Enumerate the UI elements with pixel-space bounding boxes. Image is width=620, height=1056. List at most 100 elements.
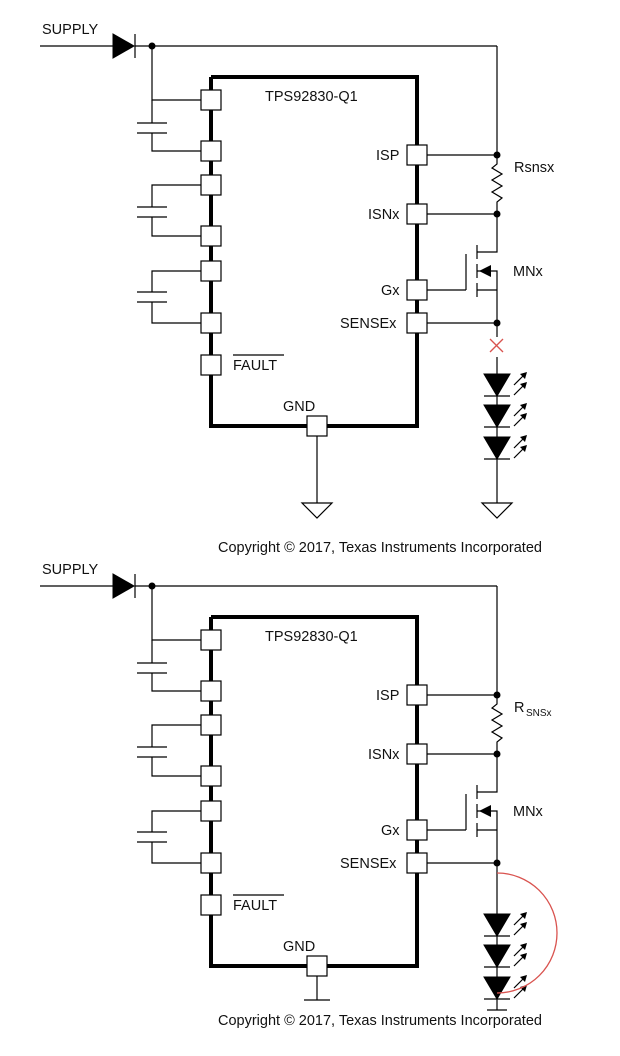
- led-triangle: [483, 436, 511, 460]
- supply-label: SUPPLY: [42, 562, 98, 578]
- left-pin-5: [200, 800, 222, 822]
- led-2: [483, 943, 527, 968]
- mosfet-arrow: [479, 265, 491, 277]
- led-3: [483, 435, 527, 460]
- pin-label-sense: SENSEx: [340, 316, 397, 332]
- sense-resistor-icon: [490, 155, 504, 214]
- cap2-top-wire: [151, 724, 201, 747]
- light-emission-arrows-icon: [513, 403, 527, 427]
- cap3-top-wire: [151, 270, 201, 292]
- pin-label-gnd: GND: [283, 399, 315, 415]
- mosfet-source-wire: [477, 810, 498, 863]
- supply-diode-icon: [112, 573, 136, 599]
- ic-part-number: TPS92830-Q1: [265, 89, 358, 105]
- emission-arrow-head: [520, 943, 527, 950]
- led-1: [483, 372, 527, 397]
- emission-arrow-head: [520, 372, 527, 379]
- left-pin-2: [200, 680, 222, 702]
- left-pin-5: [200, 260, 222, 282]
- light-emission-arrows-icon: [513, 435, 527, 459]
- mosfet-label: MNx: [513, 264, 544, 280]
- mosfet-arrow: [479, 805, 491, 817]
- resistor-label: R: [514, 700, 524, 716]
- resistor-label-subscript: SNSx: [526, 708, 552, 719]
- pin-label-gate: Gx: [381, 823, 400, 839]
- capacitor-3: [137, 291, 167, 303]
- cap3-top-wire: [151, 810, 201, 832]
- pin-label-gnd: GND: [283, 939, 315, 955]
- cap1-bottom-wire: [151, 133, 201, 152]
- ic-body: [209, 615, 419, 968]
- pin-label-isn: ISNx: [368, 747, 400, 763]
- mosfet-drain-wire: [477, 754, 498, 793]
- pin-sense: [406, 312, 428, 334]
- cap2-bottom-wire: [151, 757, 201, 777]
- pin-label-sense: SENSEx: [340, 856, 397, 872]
- pin-label-isn: ISNx: [368, 207, 400, 223]
- left-pin-6: [200, 852, 222, 874]
- light-emission-arrows-icon: [513, 912, 527, 936]
- cap1-bottom-wire: [151, 673, 201, 692]
- emission-arrow-head: [520, 403, 527, 410]
- pin-sense: [406, 852, 428, 874]
- emission-arrow-head: [520, 435, 527, 442]
- led-2: [483, 403, 527, 428]
- emission-arrow-head: [520, 975, 527, 982]
- pin-label-fault: FAULT: [233, 358, 277, 374]
- sense-resistor-icon: [490, 695, 504, 754]
- left-pin-1: [200, 89, 222, 111]
- mosfet-icon: [427, 214, 498, 323]
- pin-label-isp: ISP: [376, 688, 399, 704]
- pin-label-fault: FAULT: [233, 898, 277, 914]
- light-emission-arrows-icon: [513, 943, 527, 967]
- left-pin-3: [200, 174, 222, 196]
- emission-arrow-head: [520, 382, 527, 389]
- ic-body: [209, 75, 419, 428]
- led-triangle: [483, 404, 511, 428]
- light-emission-arrows-icon: [513, 975, 527, 999]
- diode-triangle: [112, 33, 136, 59]
- pin-label-isp: ISP: [376, 148, 399, 164]
- pin-gnd: [306, 415, 328, 437]
- capacitor-1: [137, 122, 167, 134]
- left-pin-4: [200, 765, 222, 787]
- emission-arrow-head: [520, 922, 527, 929]
- pin-isp: [406, 144, 428, 166]
- cap2-bottom-wire: [151, 217, 201, 237]
- mosfet-icon: [427, 754, 498, 863]
- led-triangle: [483, 373, 511, 397]
- mosfet-drain-wire: [477, 214, 498, 253]
- ground-icon: [300, 502, 334, 519]
- capacitor-2: [137, 746, 167, 758]
- ic-part-number: TPS92830-Q1: [265, 629, 358, 645]
- capacitor-1: [137, 662, 167, 674]
- short-fault-arc-icon: [496, 872, 558, 994]
- cap1-top-wire: [151, 46, 201, 101]
- cap2-top-wire: [151, 184, 201, 207]
- led-triangle: [483, 944, 511, 968]
- resistor-zigzag: [490, 155, 504, 214]
- cap1-top-wire: [151, 586, 201, 641]
- supply-label: SUPPLY: [42, 22, 98, 38]
- left-pin-7: [200, 354, 222, 376]
- led-3: [483, 975, 527, 1000]
- pin-isp: [406, 684, 428, 706]
- diode-triangle: [112, 573, 136, 599]
- pin-label-gate: Gx: [381, 283, 400, 299]
- pin-isn: [406, 203, 428, 225]
- cap3-bottom-wire: [151, 302, 201, 324]
- led-triangle: [483, 913, 511, 937]
- pin-isn: [406, 743, 428, 765]
- led-1: [483, 912, 527, 937]
- left-pin-4: [200, 225, 222, 247]
- pin-gate: [406, 279, 428, 301]
- resistor-zigzag: [490, 695, 504, 754]
- pin-gnd: [306, 955, 328, 977]
- copyright-notice: Copyright © 2017, Texas Instruments Inco…: [218, 1013, 542, 1029]
- mosfet-source-wire: [477, 270, 498, 323]
- left-pin-7: [200, 894, 222, 916]
- capacitor-2: [137, 206, 167, 218]
- resistor-label: Rsnsx: [514, 160, 555, 176]
